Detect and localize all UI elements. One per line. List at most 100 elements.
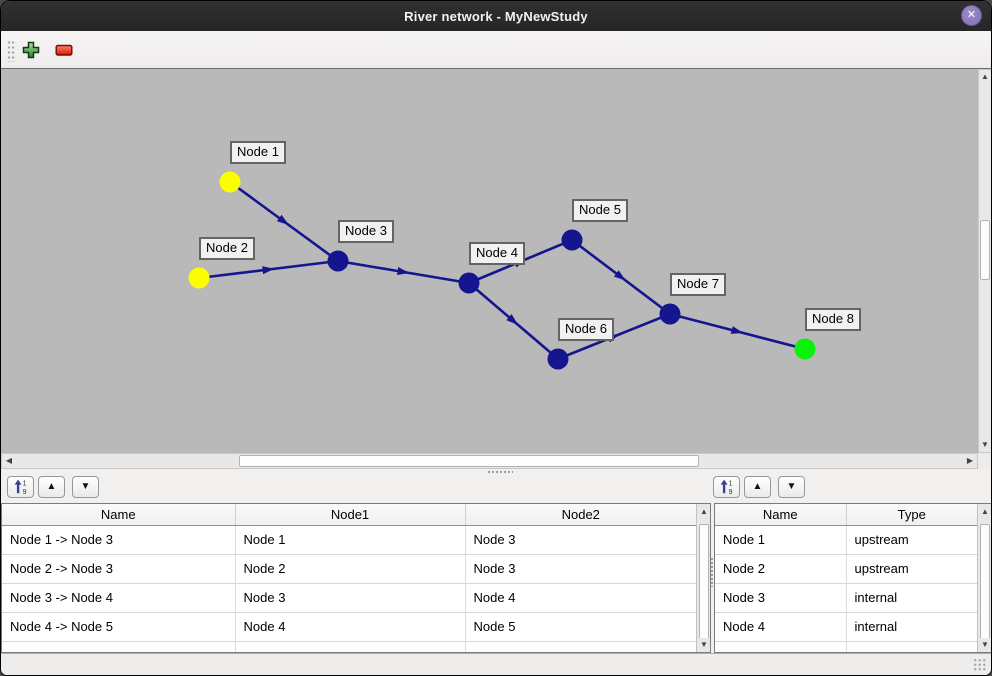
canvas-vertical-scrollbar[interactable]: ▲ ▼ xyxy=(978,69,991,453)
canvas-horizontal-scrollbar[interactable]: ◀ ▶ xyxy=(1,453,978,469)
cell[interactable] xyxy=(465,641,696,652)
horizontal-splitter-handle[interactable] xyxy=(487,470,513,475)
node-6-label: Node 6 xyxy=(558,318,614,341)
cell[interactable]: Node 4 -> Node 5 xyxy=(2,612,236,642)
edge-node-1-to-node-3[interactable] xyxy=(229,180,339,263)
cell[interactable]: Node 5 xyxy=(465,612,696,642)
nodes-move-down-button[interactable]: ▼ xyxy=(778,476,805,498)
nodes-move-up-button[interactable]: ▲ xyxy=(744,476,771,498)
node-6-circle[interactable] xyxy=(547,348,569,370)
column-header-node2[interactable]: Node2 xyxy=(465,504,696,526)
node-7-label: Node 7 xyxy=(670,273,726,296)
cell[interactable]: Node 4 xyxy=(715,612,847,642)
scroll-thumb[interactable] xyxy=(980,524,990,640)
cell[interactable]: Node 4 xyxy=(235,612,466,642)
cell[interactable]: Node 3 xyxy=(235,583,466,613)
cell[interactable]: upstream xyxy=(846,525,977,555)
edge-node-6-to-node-7[interactable] xyxy=(557,312,671,361)
cell[interactable]: Node 4 xyxy=(465,583,696,613)
nodes-table-scrollbar[interactable]: ▲ ▼ xyxy=(977,504,991,652)
edge-node-5-to-node-7[interactable] xyxy=(571,238,671,316)
vertical-scroll-thumb[interactable] xyxy=(980,220,990,280)
right-arrow-icon: ▶ xyxy=(966,456,974,465)
scroll-down-button[interactable]: ▼ xyxy=(979,438,991,452)
node-3-circle[interactable] xyxy=(327,250,349,272)
node-2-circle[interactable] xyxy=(188,267,210,289)
cell[interactable]: Node 1 xyxy=(715,525,847,555)
sort-ascending-icon: 1 9 xyxy=(14,479,26,495)
edges-move-up-button[interactable]: ▲ xyxy=(38,476,65,498)
cell[interactable]: Node 3 -> Node 4 xyxy=(2,583,236,613)
node-4-circle[interactable] xyxy=(458,272,480,294)
up-triangle-icon: ▲ xyxy=(752,481,763,492)
main-toolbar xyxy=(1,31,991,69)
column-header-type[interactable]: Type xyxy=(846,504,977,526)
edges-move-down-button[interactable]: ▼ xyxy=(72,476,99,498)
window-resize-grip[interactable] xyxy=(973,658,986,671)
cell[interactable]: Node 3 xyxy=(465,525,696,555)
table-row-partial[interactable] xyxy=(2,641,696,652)
scroll-up-button[interactable]: ▲ xyxy=(979,505,991,518)
cell[interactable] xyxy=(235,641,466,652)
edge-node-2-to-node-3[interactable] xyxy=(198,259,339,280)
scroll-right-button[interactable]: ▶ xyxy=(963,454,977,468)
edges-sort-button[interactable]: 1 9 xyxy=(7,476,34,498)
add-button[interactable] xyxy=(20,39,42,61)
scroll-down-button[interactable]: ▼ xyxy=(698,638,710,651)
scrollbar-corner xyxy=(978,453,991,469)
horizontal-scroll-thumb[interactable] xyxy=(239,455,699,467)
edge-node-4-to-node-6[interactable] xyxy=(468,282,559,360)
cell[interactable] xyxy=(715,641,847,652)
column-header-name[interactable]: Name xyxy=(715,504,847,526)
nodes-sort-button[interactable]: 1 9 xyxy=(713,476,740,498)
cell[interactable]: Node 2 xyxy=(235,554,466,584)
scroll-up-button[interactable]: ▲ xyxy=(979,70,991,84)
remove-button[interactable] xyxy=(53,39,75,61)
scroll-down-button[interactable]: ▼ xyxy=(979,638,991,651)
scroll-left-button[interactable]: ◀ xyxy=(2,454,16,468)
cell[interactable]: Node 2 xyxy=(715,554,847,584)
node-8-circle[interactable] xyxy=(794,338,816,360)
cell[interactable]: Node 2 -> Node 3 xyxy=(2,554,236,584)
column-header-name[interactable]: Name xyxy=(2,504,236,526)
edges-table-scrollbar[interactable]: ▲ ▼ xyxy=(696,504,710,652)
cell[interactable]: Node 1 -> Node 3 xyxy=(2,525,236,555)
vertical-splitter-handle[interactable] xyxy=(710,557,715,587)
cell[interactable]: Node 3 xyxy=(465,554,696,584)
titlebar[interactable]: River network - MyNewStudy ✕ xyxy=(1,1,991,31)
node-7-circle[interactable] xyxy=(659,303,681,325)
scroll-up-button[interactable]: ▲ xyxy=(698,505,710,518)
edge-node-3-to-node-4[interactable] xyxy=(337,259,470,285)
cell[interactable] xyxy=(2,641,236,652)
down-arrow-icon: ▼ xyxy=(981,440,989,449)
table-row-partial[interactable] xyxy=(715,641,977,652)
sort-ascending-icon: 1 9 xyxy=(720,479,732,495)
node-5-circle[interactable] xyxy=(561,229,583,251)
cell[interactable]: internal xyxy=(846,612,977,642)
close-button[interactable]: ✕ xyxy=(961,5,982,26)
node-1-circle[interactable] xyxy=(219,171,241,193)
node-5-label: Node 5 xyxy=(572,199,628,222)
cell[interactable]: Node 3 xyxy=(715,583,847,613)
node-1-label: Node 1 xyxy=(230,141,286,164)
scroll-thumb[interactable] xyxy=(699,524,709,640)
cell[interactable] xyxy=(846,641,977,652)
cell[interactable]: internal xyxy=(846,583,977,613)
edge-node-7-to-node-8[interactable] xyxy=(669,312,806,351)
toolbar-drag-handle[interactable] xyxy=(7,40,16,62)
up-arrow-icon: ▲ xyxy=(700,506,708,516)
cell[interactable]: upstream xyxy=(846,554,977,584)
cell[interactable]: Node 1 xyxy=(235,525,466,555)
column-header-node1[interactable]: Node1 xyxy=(235,504,466,526)
